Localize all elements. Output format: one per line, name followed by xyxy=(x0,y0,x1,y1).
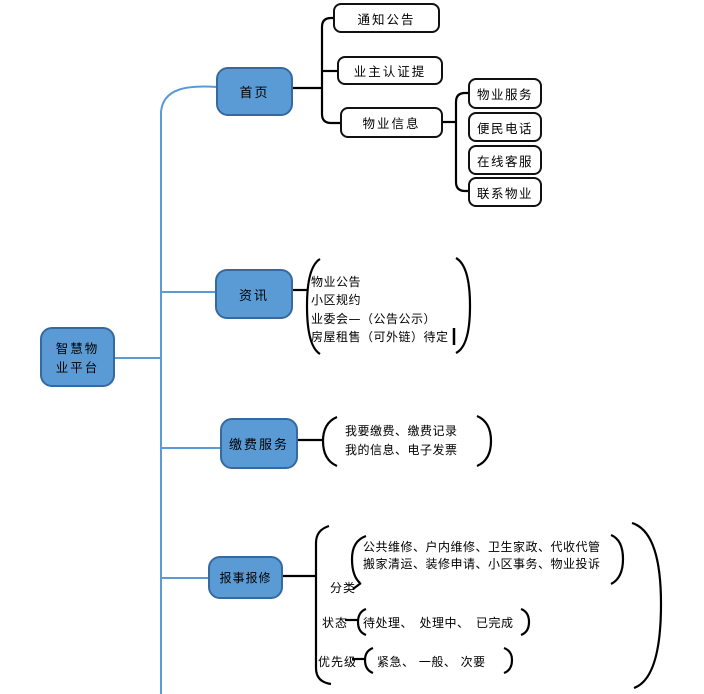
leaf-owner-auth[interactable]: 业主认证提 xyxy=(337,56,443,85)
news-item: 物业公告 xyxy=(311,275,362,289)
payment-item: 我要缴费、缴费记录 xyxy=(345,424,458,438)
leaf-owner-auth-label: 业主认证提 xyxy=(353,64,427,79)
news-item: 业委会—（公告公示） xyxy=(311,311,437,326)
news-item: 小区规约 xyxy=(311,293,362,308)
leaf-property-service-label: 物业服务 xyxy=(476,87,533,102)
node-repair[interactable]: 报事报修 xyxy=(208,556,283,599)
leaf-online-service-label: 在线客服 xyxy=(476,153,533,169)
news-item: 房屋租售（可外链）待定 xyxy=(311,330,449,345)
node-home-label: 首页 xyxy=(239,86,270,101)
priority-items: 紧急、 一般、 次要 xyxy=(377,655,486,669)
leaf-contact-property[interactable]: 联系物业 xyxy=(468,177,542,207)
category-label: 分类 xyxy=(330,581,357,595)
leaf-convenient-phone[interactable]: 便民电话 xyxy=(468,112,542,142)
root-label-line1: 智慧物 xyxy=(55,341,100,356)
category-paren-left xyxy=(350,534,367,584)
repair-paren-right xyxy=(631,521,663,690)
node-news[interactable]: 资讯 xyxy=(215,269,293,319)
repair-paren-left xyxy=(314,524,332,686)
priority-label: 优先级 xyxy=(318,655,358,669)
node-home[interactable]: 首页 xyxy=(216,67,293,116)
leaf-convenient-phone-label: 便民电话 xyxy=(476,120,533,136)
info-children-bracket xyxy=(454,91,468,193)
node-repair-label: 报事报修 xyxy=(219,571,272,585)
category-item: 公共维修、户内维修、卫生家政、代收代管 xyxy=(363,540,601,554)
status-label: 状态 xyxy=(322,616,349,630)
priority-paren-left xyxy=(363,646,374,675)
category-item: 搬家清运、装修申请、小区事务、物业投诉 xyxy=(363,557,601,571)
node-payment[interactable]: 缴费服务 xyxy=(220,418,298,469)
payment-paren-left xyxy=(321,415,338,468)
leaf-property-service[interactable]: 物业服务 xyxy=(468,78,542,109)
priority-paren-right xyxy=(503,646,514,675)
payment-item: 我的信息、电子发票 xyxy=(345,443,458,457)
node-root[interactable]: 智慧物 业平台 xyxy=(40,327,115,387)
payment-paren-right xyxy=(476,414,493,468)
category-paren-right xyxy=(610,533,625,585)
leaf-property-info-label: 物业信息 xyxy=(362,116,421,131)
status-items: 待处理、 处理中、 已完成 xyxy=(363,616,514,630)
status-paren-left xyxy=(356,607,367,637)
category-tail xyxy=(352,582,362,590)
leaf-contact-property-label: 联系物业 xyxy=(476,185,533,201)
status-paren-right xyxy=(520,607,531,637)
leaf-notice-label: 通知公告 xyxy=(357,11,416,27)
leaf-notice[interactable]: 通知公告 xyxy=(333,3,440,33)
news-items-list: 物业公告 小区规约 业委会—（公告公示） 房屋租售（可外链）待定 xyxy=(311,273,449,347)
leaf-property-info[interactable]: 物业信息 xyxy=(340,107,443,138)
node-payment-label: 缴费服务 xyxy=(228,438,289,453)
leaf-online-service[interactable]: 在线客服 xyxy=(468,145,542,175)
payment-items-list: 我要缴费、缴费记录 我的信息、电子发票 xyxy=(345,422,458,460)
root-label-line2: 业平台 xyxy=(55,360,100,375)
trunk-line xyxy=(160,85,218,694)
news-paren-right xyxy=(455,257,472,354)
node-news-label: 资讯 xyxy=(238,288,269,304)
category-items-list: 公共维修、户内维修、卫生家政、代收代管 搬家清运、装修申请、小区事务、物业投诉 xyxy=(363,539,601,573)
news-paren-left xyxy=(305,258,321,355)
